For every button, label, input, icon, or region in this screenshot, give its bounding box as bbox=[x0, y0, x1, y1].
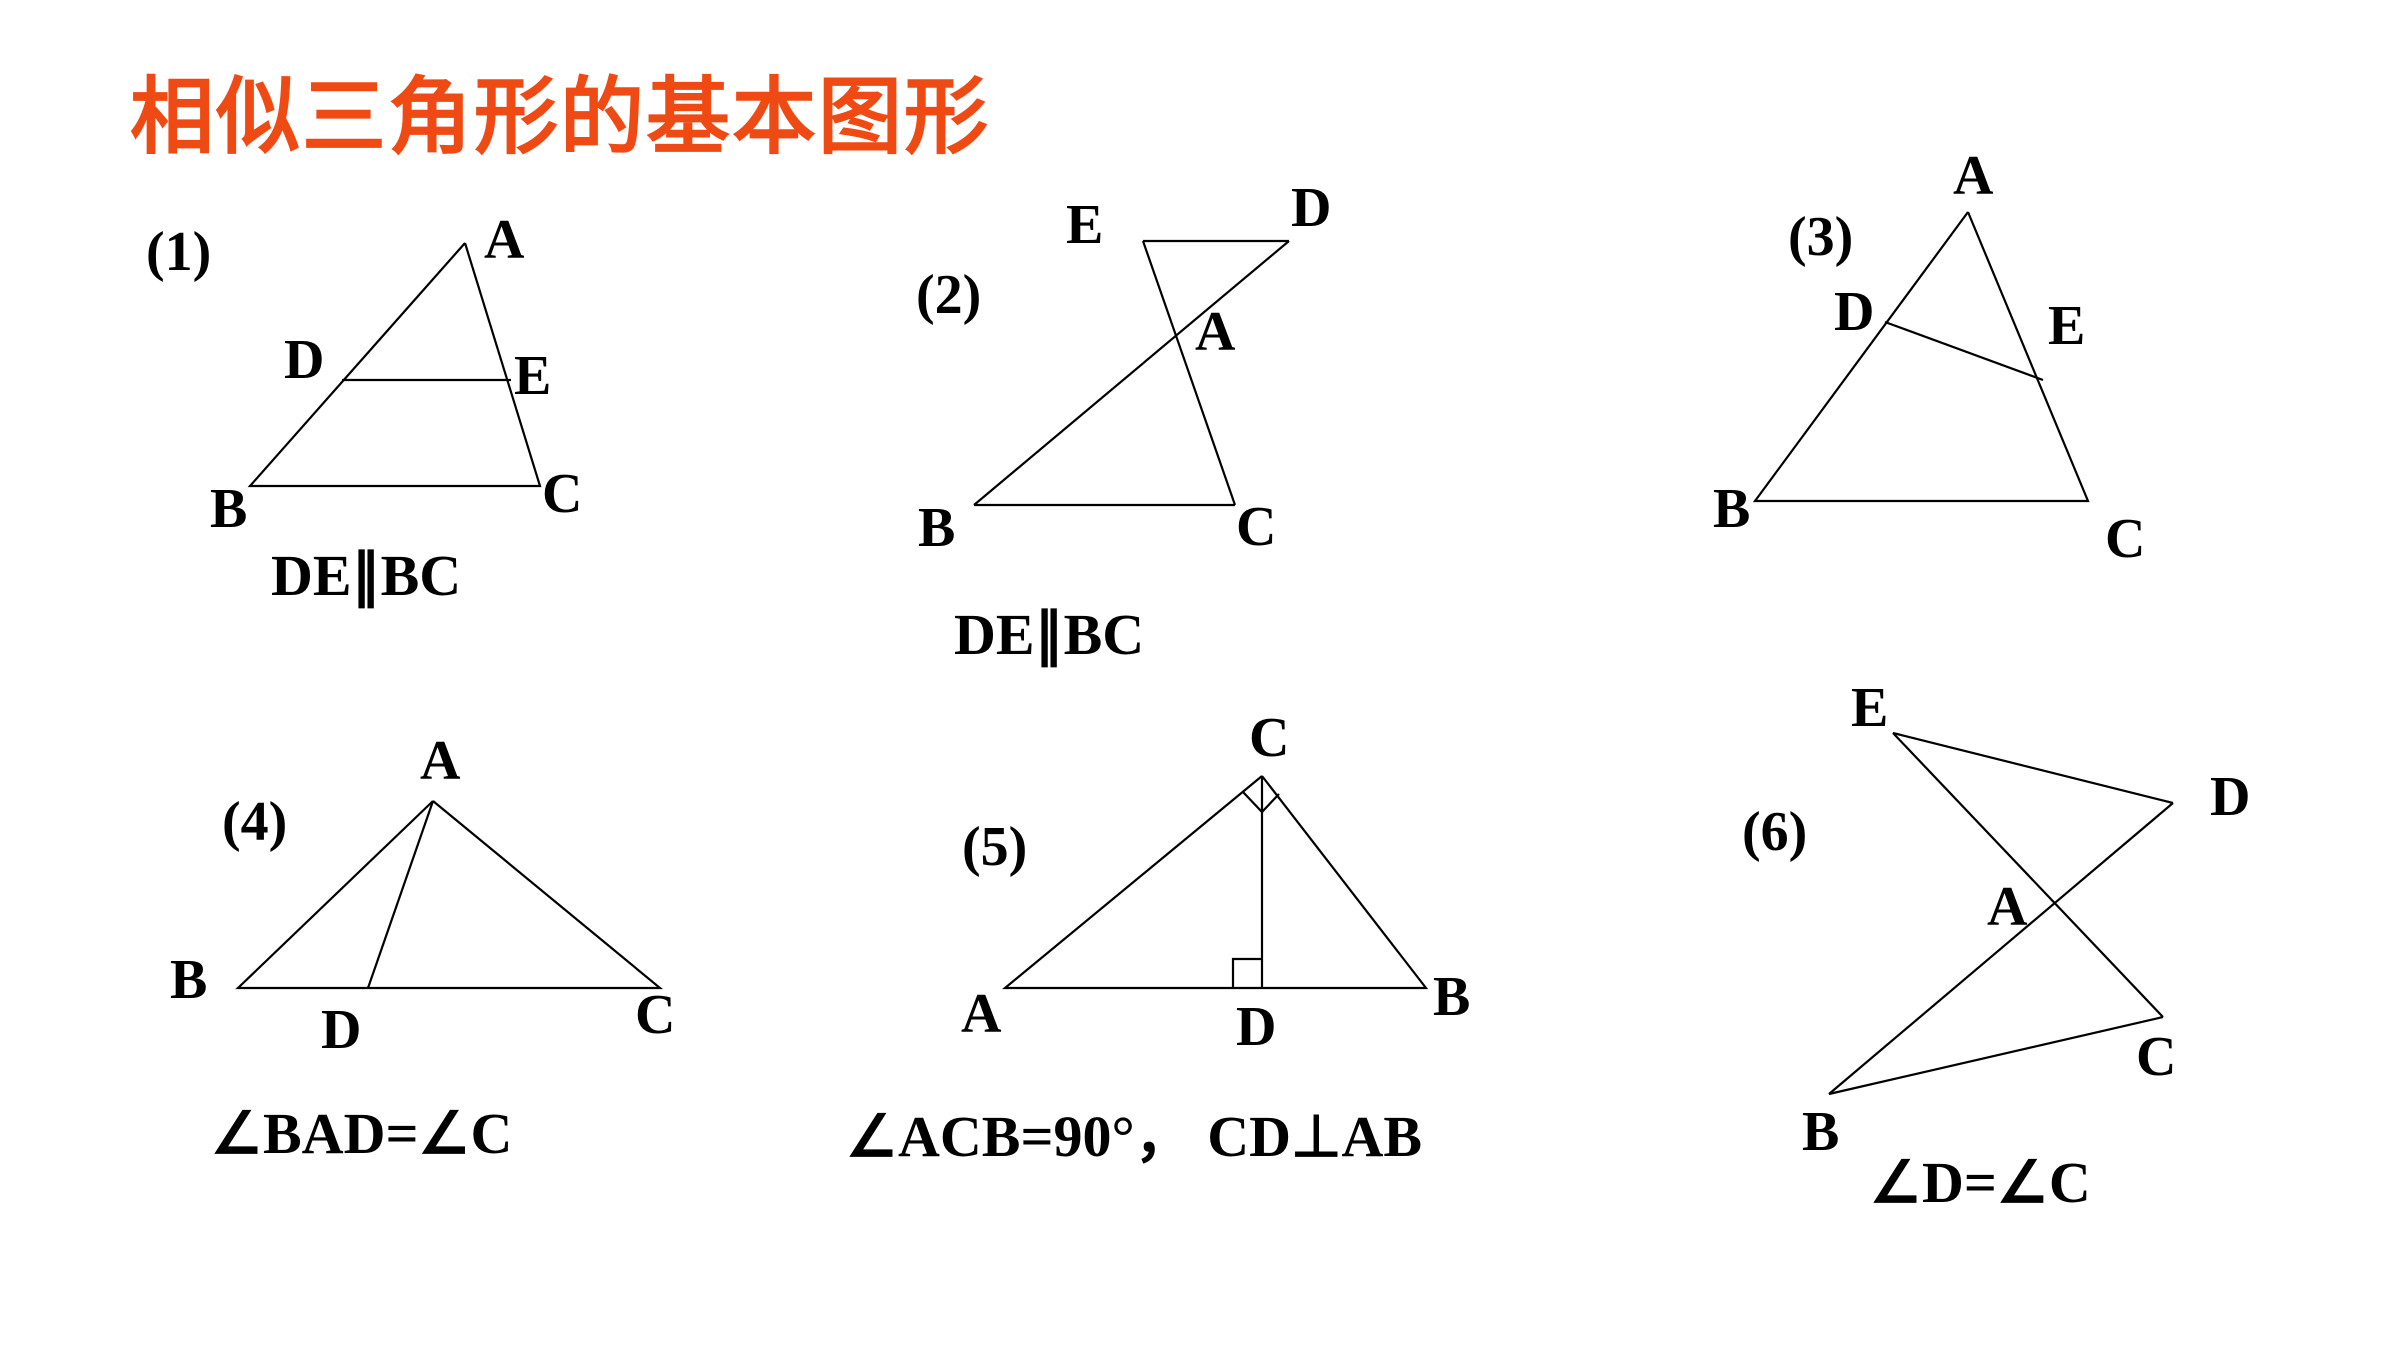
page-title: 相似三角形的基本图形 bbox=[130, 68, 991, 166]
figure-4: (4) A B D C ∠BAD=∠C bbox=[170, 730, 675, 1166]
figure-condition: ∠BAD=∠C bbox=[211, 1101, 512, 1166]
point-label-e: E bbox=[1066, 194, 1103, 256]
point-label-d: D bbox=[321, 999, 361, 1061]
point-label-c: C bbox=[1249, 707, 1289, 769]
point-label-d: D bbox=[1291, 177, 1331, 239]
figure-2: (2) E D A B C DE∥BC bbox=[916, 177, 1331, 668]
figure-1: (1) A D E B C DE∥BC bbox=[146, 209, 582, 609]
point-label-a: A bbox=[1987, 876, 2028, 938]
point-label-b: B bbox=[170, 949, 207, 1011]
right-angle-mark-d bbox=[1231, 957, 1262, 988]
triangle-abc bbox=[235, 800, 664, 990]
figure-6: (6) E D A C B ∠D=∠C bbox=[1742, 677, 2250, 1215]
point-label-a: A bbox=[1195, 301, 1236, 363]
point-label-b: B bbox=[1713, 478, 1750, 540]
figure-number: (1) bbox=[146, 221, 211, 283]
point-label-c: C bbox=[542, 463, 582, 525]
point-label-d: D bbox=[2210, 766, 2250, 828]
point-label-d: D bbox=[1236, 996, 1276, 1058]
figure-5: (5) C A D B ∠ACB=90°， CD⊥AB bbox=[846, 707, 1470, 1169]
figure-number: (4) bbox=[222, 791, 287, 853]
point-label-c: C bbox=[2105, 508, 2145, 570]
point-label-a: A bbox=[420, 730, 461, 792]
figure-number: (5) bbox=[962, 816, 1027, 878]
point-label-e: E bbox=[1851, 677, 1888, 739]
figure-number: (3) bbox=[1788, 206, 1853, 268]
segment-dab bbox=[1828, 802, 2174, 1095]
point-label-d: D bbox=[1834, 281, 1874, 343]
triangle-abc bbox=[247, 242, 542, 488]
figure-condition: ∠D=∠C bbox=[1870, 1150, 2091, 1215]
segment-dab bbox=[973, 240, 1290, 506]
segment-de bbox=[1884, 320, 2044, 382]
segment-bc bbox=[1828, 1015, 2164, 1096]
segment-ed bbox=[1892, 731, 2174, 805]
point-label-c: C bbox=[635, 984, 675, 1046]
figure-condition: DE∥BC bbox=[954, 602, 1144, 668]
point-label-b: B bbox=[918, 497, 955, 559]
point-label-a: A bbox=[484, 209, 525, 271]
point-label-b: B bbox=[210, 478, 247, 540]
point-label-b: B bbox=[1802, 1101, 1839, 1163]
figure-condition: ∠ACB=90°， CD⊥AB bbox=[846, 1104, 1422, 1169]
segment-eac bbox=[1892, 732, 2164, 1018]
triangle-abc bbox=[1752, 211, 2090, 503]
point-label-a: A bbox=[961, 983, 1002, 1045]
figure-condition: DE∥BC bbox=[271, 543, 461, 609]
point-label-d: D bbox=[284, 329, 324, 391]
figure-3: (3) A D E B C bbox=[1713, 145, 2145, 570]
segment-ad bbox=[366, 800, 435, 989]
point-label-e: E bbox=[514, 345, 551, 407]
figure-number: (6) bbox=[1742, 801, 1807, 863]
point-label-e: E bbox=[2048, 295, 2085, 357]
triangle-acb bbox=[1001, 775, 1429, 990]
right-angle-mark-c bbox=[1242, 791, 1280, 814]
point-label-c: C bbox=[2136, 1026, 2176, 1088]
point-label-c: C bbox=[1236, 496, 1276, 558]
segment-eac bbox=[1141, 240, 1237, 506]
point-label-a: A bbox=[1953, 145, 1994, 207]
point-label-b: B bbox=[1433, 966, 1470, 1028]
figure-number: (2) bbox=[916, 264, 981, 326]
